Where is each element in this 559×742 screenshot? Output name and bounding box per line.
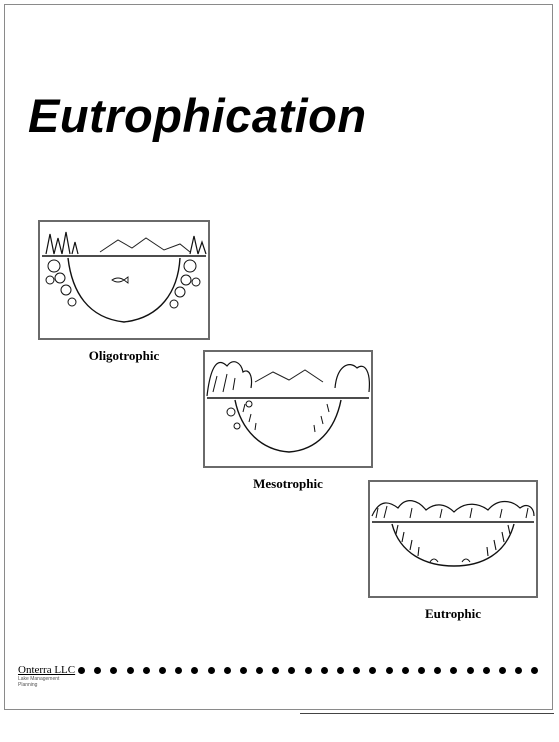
footer-dot xyxy=(272,667,279,674)
footer-dot xyxy=(515,667,522,674)
footer-dot xyxy=(434,667,441,674)
footer-dot xyxy=(175,667,182,674)
footer-dot xyxy=(143,667,150,674)
footer-dot xyxy=(321,667,328,674)
footer-dot xyxy=(483,667,490,674)
mesotrophic-lake-drawing xyxy=(205,352,371,466)
footer-dot xyxy=(191,667,198,674)
mesotrophic-caption: Mesotrophic xyxy=(203,476,373,492)
footer-dot xyxy=(208,667,215,674)
footer-dot xyxy=(402,667,409,674)
footer-dot xyxy=(159,667,166,674)
footer-dot xyxy=(337,667,344,674)
footer-dot xyxy=(386,667,393,674)
footer-dot xyxy=(288,667,295,674)
footer-dot xyxy=(240,667,247,674)
logo-subtext: Lake Management Planning xyxy=(18,676,80,688)
page-title: Eutrophication xyxy=(28,88,367,143)
footer-dot-leader xyxy=(78,667,538,679)
company-logo: Onterra LLC Lake Management Planning xyxy=(18,664,80,686)
footer-dot xyxy=(418,667,425,674)
footer-dot xyxy=(305,667,312,674)
footer-dot xyxy=(531,667,538,674)
eutrophic-caption: Eutrophic xyxy=(368,606,538,622)
footer-dot xyxy=(78,667,85,674)
mesotrophic-illustration xyxy=(203,350,373,468)
footer-dot xyxy=(499,667,506,674)
footer-dot xyxy=(353,667,360,674)
eutrophic-illustration xyxy=(368,480,538,598)
oligotrophic-lake-drawing xyxy=(40,222,208,338)
footer-dot xyxy=(94,667,101,674)
footer-dot xyxy=(127,667,134,674)
page-bottom-rule xyxy=(300,713,554,714)
footer-dot xyxy=(450,667,457,674)
footer-dot xyxy=(224,667,231,674)
footer-dot xyxy=(467,667,474,674)
logo-text: Onterra LLC xyxy=(18,664,80,676)
footer: Onterra LLC Lake Management Planning xyxy=(18,664,548,694)
footer-dot xyxy=(256,667,263,674)
mesotrophic-figure: Mesotrophic xyxy=(203,350,373,492)
eutrophic-figure: Eutrophic xyxy=(368,480,538,622)
footer-dot xyxy=(369,667,376,674)
oligotrophic-figure: Oligotrophic xyxy=(38,220,210,364)
eutrophic-lake-drawing xyxy=(370,482,536,596)
footer-dot xyxy=(110,667,117,674)
oligotrophic-illustration xyxy=(38,220,210,340)
oligotrophic-caption: Oligotrophic xyxy=(38,348,210,364)
